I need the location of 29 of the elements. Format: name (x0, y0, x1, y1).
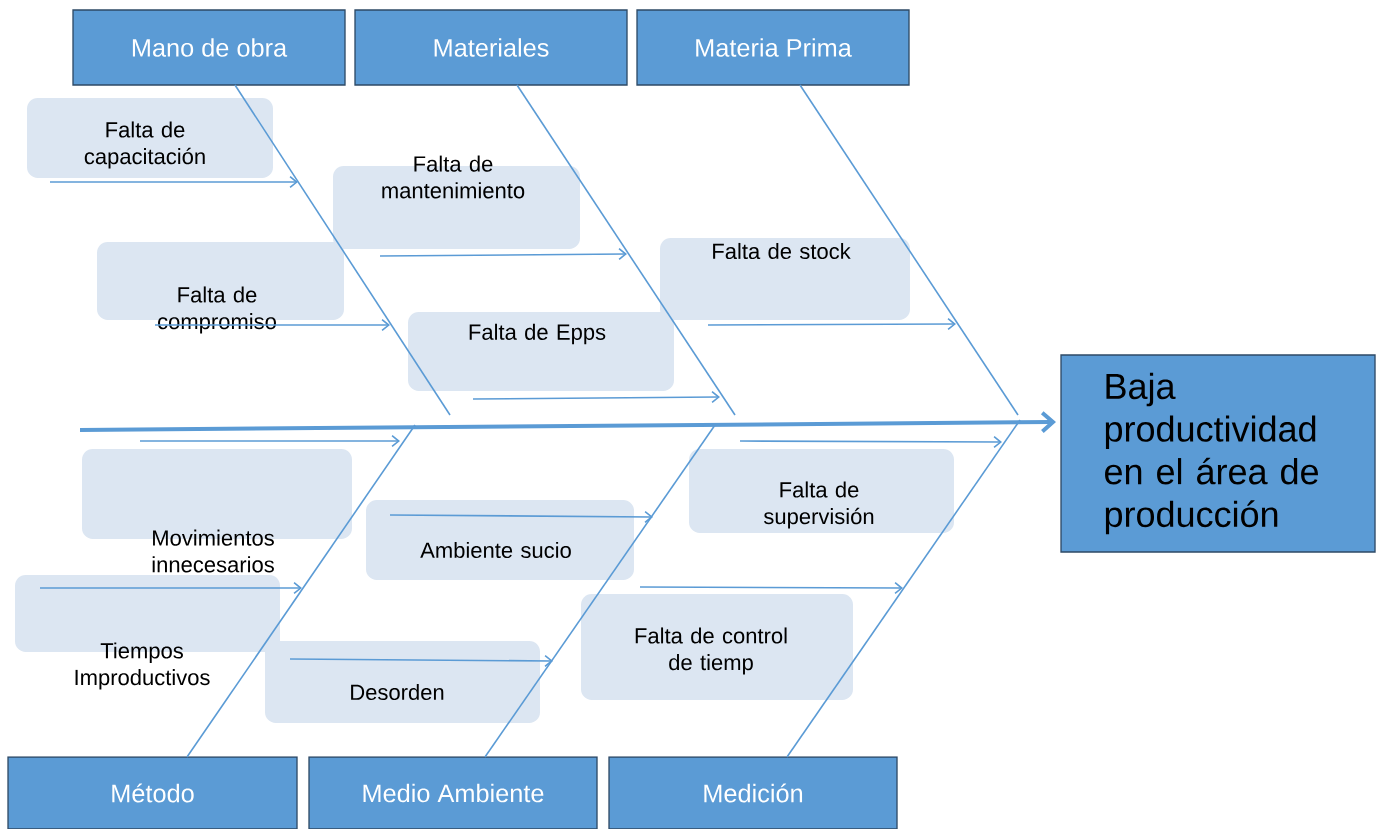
node-label: innecesarios (152, 556, 274, 573)
arrow (49, 175, 298, 189)
arrow (639, 581, 903, 595)
category-box: Medio Ambiente (308, 756, 598, 829)
cause-box: Falta de control de tiemp (581, 594, 853, 700)
arrow (472, 390, 720, 404)
cause-box: Falta de stock (660, 238, 910, 320)
arrow (379, 247, 627, 261)
arrow (80, 411, 1056, 433)
arrow (289, 654, 553, 668)
cause-box: Desorden (265, 641, 540, 723)
category-box: Medición (608, 756, 898, 829)
cause-box: Ambiente sucio (366, 500, 634, 580)
cause-box: Falta de supervisión (689, 449, 954, 533)
category-box: Mano de obra (72, 9, 346, 86)
arrow (739, 435, 1002, 449)
category-box: Materia Prima (636, 9, 910, 86)
arrow (139, 434, 400, 448)
cause-box: Falta de capacitación (27, 98, 273, 178)
cause-box: Falta de Epps (408, 312, 674, 391)
category-box: Materiales (354, 9, 628, 86)
effect-box: Baja productividad en el área de producción (1060, 354, 1376, 553)
node-label: Improductivos (75, 669, 210, 690)
category-box: Método (7, 756, 298, 829)
arrow (707, 317, 956, 331)
arrow (154, 318, 390, 332)
arrow (39, 581, 302, 595)
cause-box: Movimientos innecesarios (82, 449, 352, 573)
arrow (389, 510, 653, 524)
